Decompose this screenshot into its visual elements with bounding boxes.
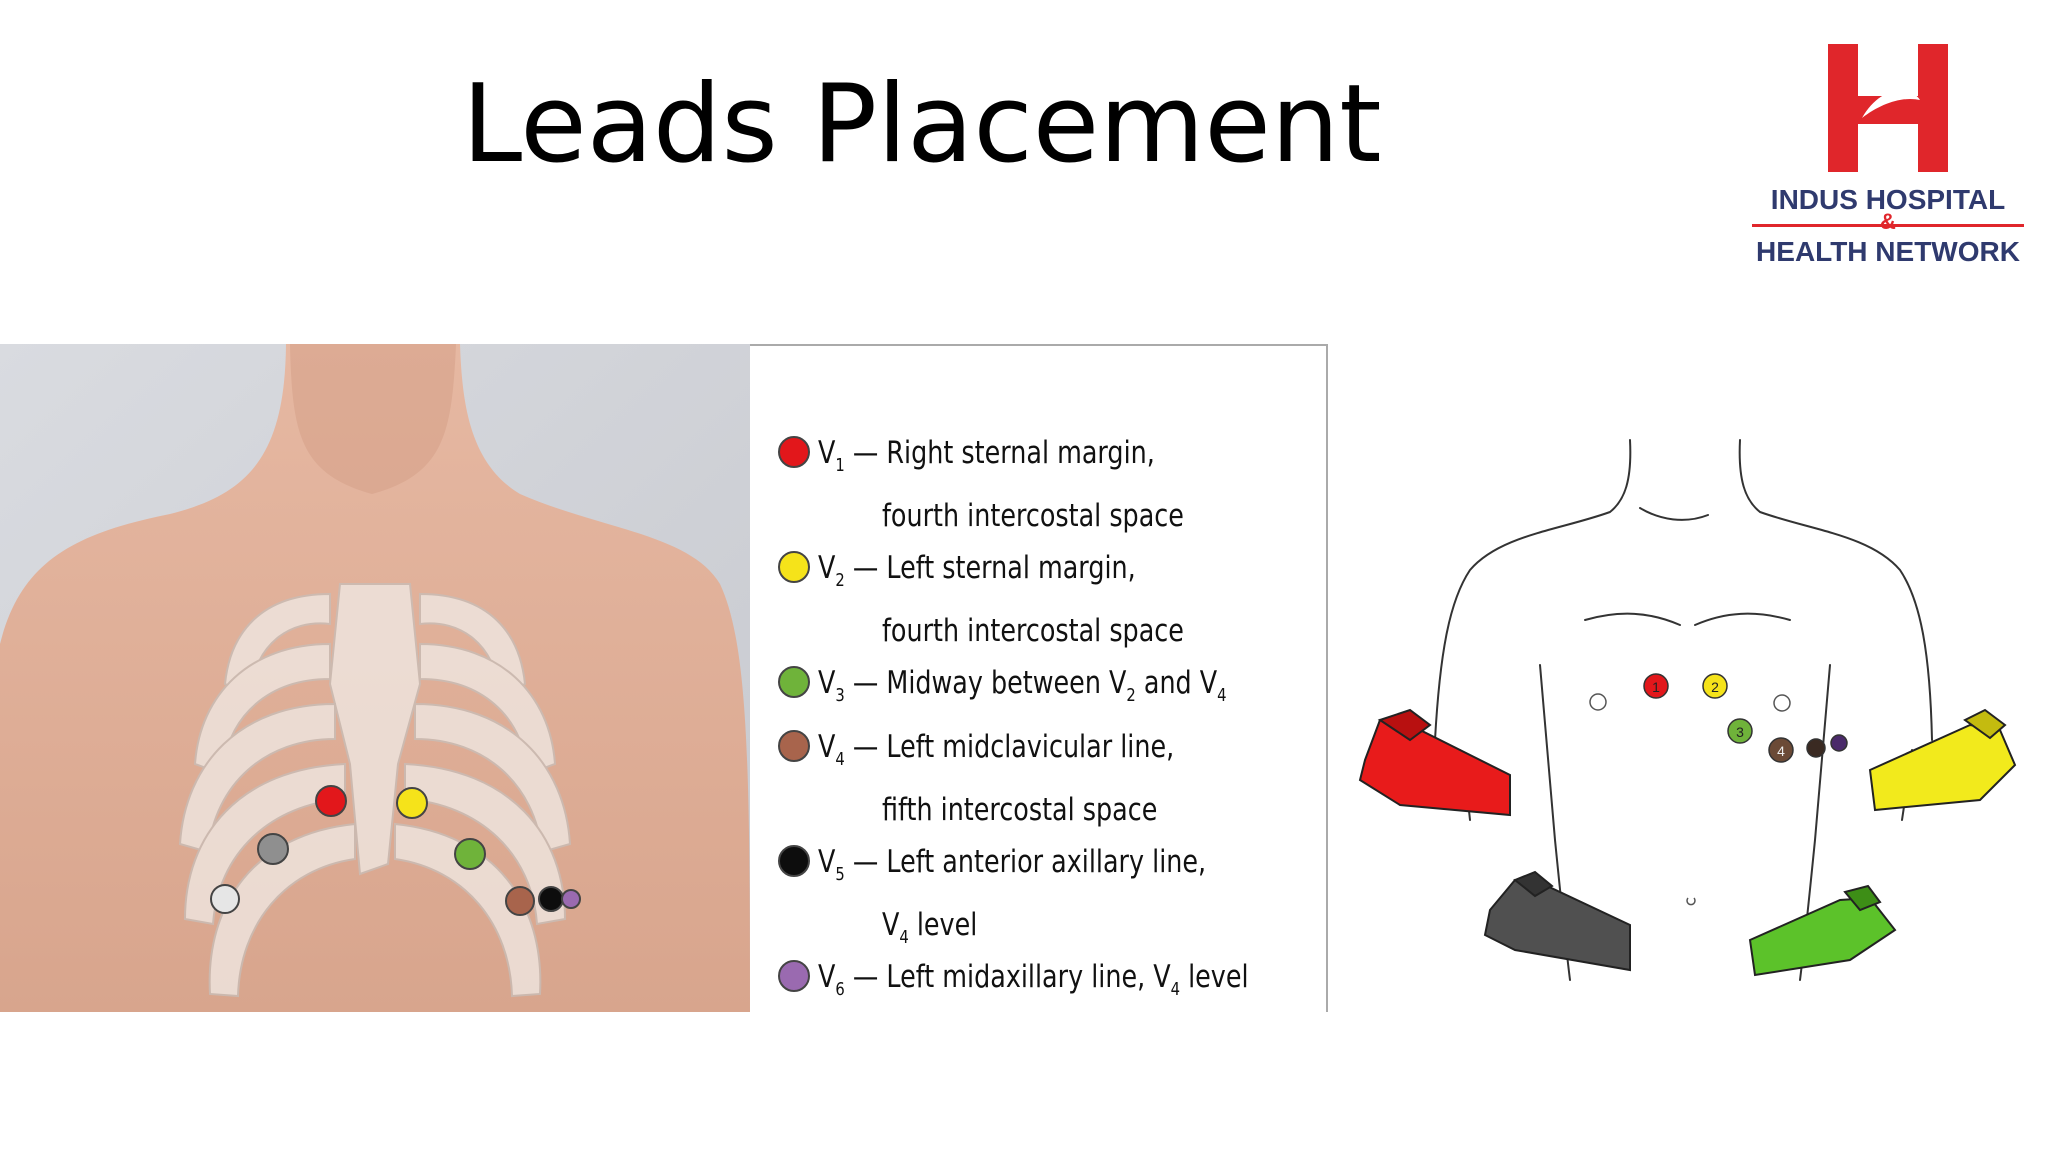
legend-text-v2: V2 — Left sternal margin, fourth interco… [818, 550, 1184, 649]
v5-dot [778, 845, 810, 877]
page-title: Leads Placement [462, 62, 1382, 187]
numbered-electrode-2 [1702, 673, 1728, 699]
v3-dot [778, 666, 810, 698]
legend-text-v4: V4 — Left midclavicular line, fifth inte… [818, 729, 1175, 828]
chest-electrode-photo [0, 344, 750, 1012]
legend-text-v1: V1 — Right sternal margin, fourth interc… [818, 435, 1184, 534]
numbered-electrode-4 [1768, 737, 1794, 763]
electrode-label-2: 2 [1711, 679, 1719, 695]
left-leg-cuff [1748, 884, 1897, 977]
indus-hospital-logo: INDUS HOSPITAL & HEALTH NETWORK [1752, 40, 2024, 270]
v6-dot [778, 960, 810, 992]
numbered-electrode-1 [1643, 673, 1669, 699]
logo-text-line1: INDUS HOSPITAL [1770, 184, 2006, 215]
v4-dot [778, 730, 810, 762]
hospital-h-logo-icon [1828, 44, 1948, 172]
right-leg-cuff [1483, 870, 1631, 972]
v2-dot [778, 551, 810, 583]
legend-text-v6: V6 — Left midaxillary line, V4 level [818, 959, 1249, 1000]
left-arm-cuff [1868, 708, 2017, 812]
logo-ampersand: & [1880, 209, 1896, 234]
limb-lead-diagram: 1 2 3 4 [1340, 420, 2040, 1020]
lead-legend: V1 — Right sternal margin, fourth interc… [750, 344, 1328, 1012]
numbered-electrode-3 [1727, 718, 1753, 744]
logo-text-line2: HEALTH NETWORK [1756, 236, 2020, 267]
legend-text-v5: V5 — Left anterior axillary line, V4 lev… [818, 844, 1207, 948]
logo-divider [1752, 224, 2024, 227]
electrode-label-1: 1 [1652, 679, 1660, 695]
legend-text-v3: V3 — Midway between V2 and V4 [818, 665, 1227, 706]
electrode-label-4: 4 [1777, 743, 1785, 759]
v1-dot [778, 436, 810, 468]
right-arm-cuff [1358, 708, 1511, 817]
electrode-label-3: 3 [1736, 724, 1744, 740]
